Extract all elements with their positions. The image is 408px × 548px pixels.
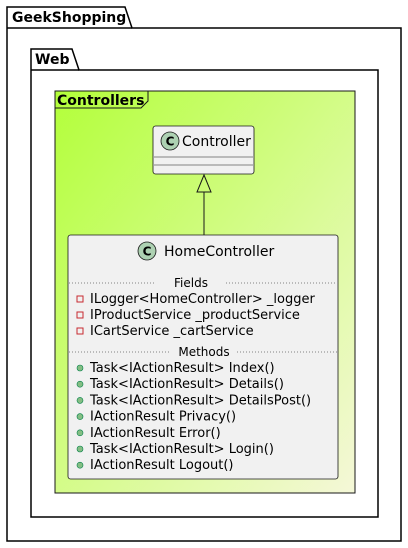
method-item: IActionResult Logout() bbox=[90, 458, 234, 473]
public-visibility-icon bbox=[76, 380, 84, 388]
public-visibility-icon bbox=[76, 397, 84, 404]
field-item: ICartService _cartService bbox=[90, 324, 254, 339]
class-controller-badge-glyph: C bbox=[166, 135, 175, 149]
public-visibility-icon bbox=[76, 364, 84, 372]
class-homecontroller-badge-glyph: C bbox=[143, 245, 152, 259]
public-visibility-icon bbox=[76, 429, 84, 437]
method-item: Task<IActionResult> Details() bbox=[89, 377, 284, 392]
frame-controllers-label: Controllers bbox=[57, 93, 144, 109]
fields-list: ILogger<HomeController> _loggerIProductS… bbox=[76, 292, 315, 339]
class-homecontroller-badge bbox=[137, 241, 157, 261]
method-item: Task<IActionResult> DetailsPost() bbox=[89, 393, 311, 408]
class-homecontroller-name: HomeController bbox=[164, 244, 274, 260]
private-visibility-icon bbox=[76, 311, 84, 319]
class-controller: C Controller bbox=[152, 125, 255, 175]
class-controller-badge bbox=[160, 131, 180, 151]
field-item: IProductService _productService bbox=[90, 308, 300, 323]
method-item: IActionResult Privacy() bbox=[90, 410, 236, 425]
package-web-label: Web bbox=[35, 52, 69, 68]
private-visibility-icon bbox=[76, 295, 84, 303]
class-homecontroller: C HomeController Fields ILogger<HomeCont… bbox=[67, 234, 339, 480]
methods-list: Task<IActionResult> Index()Task<IActionR… bbox=[76, 361, 311, 473]
methods-section-label: Methods bbox=[178, 345, 229, 359]
package-geekshopping-label: GeekShopping bbox=[12, 10, 126, 26]
private-visibility-icon bbox=[76, 327, 84, 335]
inheritance-arrow bbox=[196, 173, 212, 235]
public-visibility-icon bbox=[76, 413, 84, 420]
class-controller-name: Controller bbox=[182, 134, 251, 150]
method-item: IActionResult Error() bbox=[90, 426, 221, 441]
public-visibility-icon bbox=[76, 461, 84, 469]
field-item: ILogger<HomeController> _logger bbox=[90, 292, 315, 307]
method-item: Task<IActionResult> Index() bbox=[89, 361, 275, 376]
fields-section-label: Fields bbox=[174, 276, 208, 290]
method-item: Task<IActionResult> Login() bbox=[89, 442, 274, 457]
public-visibility-icon bbox=[76, 445, 84, 453]
